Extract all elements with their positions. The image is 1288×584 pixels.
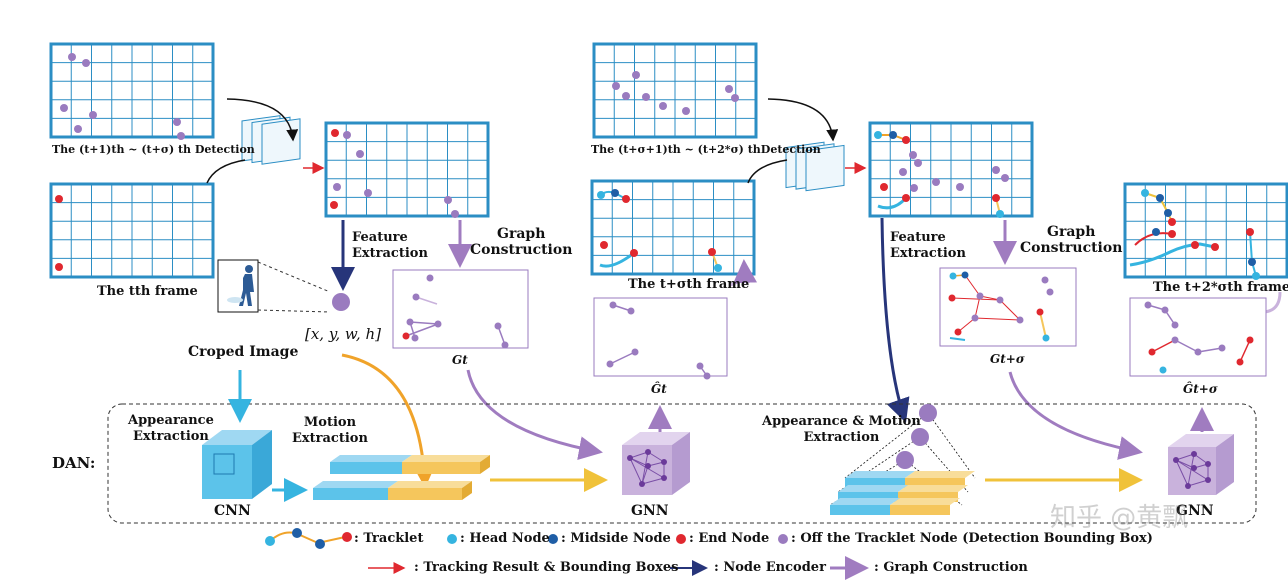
frame-t-2sigma-label: The t+2*σth frame — [1153, 280, 1288, 295]
graph-gt-sigma — [948, 271, 1054, 342]
legend-tracklet-icon — [265, 528, 352, 549]
legend-off-node: : Off the Tracklet Node (Detection Bound… — [791, 531, 1153, 546]
graph-construction-label-1: Graph Construction — [470, 226, 573, 258]
grid-detection-right — [592, 42, 758, 139]
frame-t-2sigma-tracks — [1129, 189, 1260, 280]
frame-t-label: The tth frame — [97, 284, 198, 299]
appearance-motion-label: Appearance & Motion Extraction — [762, 414, 921, 445]
dan-label: DAN: — [52, 454, 96, 472]
graph-gt — [402, 274, 509, 349]
motion-extraction-label: Motion Extraction — [292, 415, 368, 446]
appearance-extraction-label: Appearance Extraction — [128, 413, 214, 444]
frame-t-dots — [55, 195, 63, 271]
legend-off-icon — [778, 534, 788, 544]
merged-grid-dots-right — [874, 131, 1009, 218]
watermark: 知乎 @黄飘 — [1050, 503, 1189, 533]
grid-detection-left — [49, 42, 215, 139]
am-features — [829, 404, 976, 515]
det-right-label: The (t+σ+1)th ~ (t+2*σ) thDetection — [591, 143, 821, 156]
legend-end-node: : End Node — [689, 531, 770, 546]
legend-tracklet: : Tracklet — [354, 531, 424, 546]
grid-merged-right — [868, 121, 1034, 218]
graph-construction-label-2: Graph Construction — [1020, 224, 1123, 256]
graph-ghat-t-sigma — [1144, 301, 1254, 374]
grid-merged-left — [324, 121, 490, 218]
cnn-label: CNN — [214, 503, 251, 519]
legend-midside-icon — [548, 534, 558, 544]
merged-grid-dots-left — [330, 129, 459, 218]
grid-frame-t — [49, 182, 215, 279]
frame-t-sigma-tracks — [597, 189, 722, 272]
det-left-label: The (t+1)th ~ (t+σ) th Detection — [52, 143, 255, 156]
detection-dots-left — [60, 53, 185, 140]
person-silhouette — [239, 265, 254, 306]
detection-dots-right — [612, 71, 739, 115]
gnn-cube-2 — [1168, 434, 1234, 495]
gnn-label-2: GNN — [1176, 503, 1214, 519]
legend-graph-construction: : Graph Construction — [874, 560, 1028, 575]
crop-vector-label: [x, y, w, h] — [305, 325, 381, 343]
legend-head-node: : Head Node — [460, 531, 550, 546]
motion-features — [313, 455, 490, 500]
ghat-t-sigma-label: Ĝt+σ — [1183, 382, 1218, 396]
gnn-label-1: GNN — [631, 503, 669, 519]
gnn-cube-1 — [622, 432, 690, 495]
grid-frame-t-2sigma — [1123, 182, 1288, 279]
legend-midside-node: : Midside Node — [561, 531, 671, 546]
feature-extraction-label-1: Feature Extraction — [352, 230, 428, 261]
stacked-grids-right — [785, 141, 845, 192]
legend-tracking-result: : Tracking Result & Bounding Boxes — [414, 560, 679, 575]
ghat-t-label: Ĝt — [651, 382, 667, 396]
legend-node-encoder: : Node Encoder — [714, 560, 826, 575]
gt-sigma-label: Gt+σ — [990, 352, 1025, 366]
frame-t-sigma-label: The t+σth frame — [628, 277, 750, 292]
legend-head-icon — [447, 534, 457, 544]
feature-extraction-label-2: Feature Extraction — [890, 230, 966, 261]
grid-frame-t-sigma — [590, 179, 756, 276]
croped-image-label: Croped Image — [188, 344, 299, 360]
graph-ghat-t — [606, 301, 711, 380]
legend-end-icon — [676, 534, 686, 544]
cnn-cube — [202, 430, 272, 499]
gt-label: Gt — [452, 353, 468, 367]
